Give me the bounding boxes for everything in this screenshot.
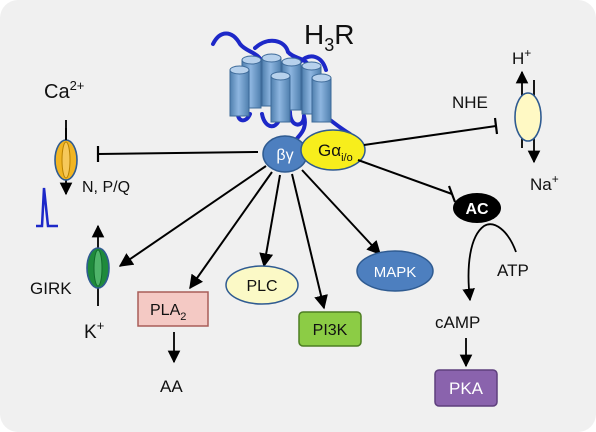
receptor-label: H3R <box>304 19 354 55</box>
atp-to-camp-arrow <box>462 223 517 302</box>
inhibit-ac-bar <box>447 185 457 203</box>
inhibit-nhe-line <box>363 125 497 146</box>
arrow-to-mapk <box>301 169 381 256</box>
receptor-helices <box>229 53 332 123</box>
potassium-label: K+ <box>84 318 104 343</box>
inhibit-nhe-bar <box>493 117 499 135</box>
calcium-channel-types: N, P/Q <box>82 179 130 196</box>
ac-label: AC <box>465 201 489 218</box>
atp-label: ATP <box>497 261 529 280</box>
calcium-channel <box>54 120 78 196</box>
nhe-label: NHE <box>452 93 488 112</box>
pla2-label: PLA2 <box>150 302 186 323</box>
plc-label: PLC <box>246 278 277 295</box>
pi3k-label: PI3K <box>313 322 348 339</box>
pka-label: PKA <box>449 379 484 398</box>
arrow-to-pla2 <box>189 171 273 290</box>
nhe-na-label: Na+ <box>530 172 559 194</box>
pi3k-node <box>298 311 362 347</box>
mapk-label: MAPK <box>374 264 417 281</box>
galpha-label: Gαi/o <box>318 141 353 164</box>
aa-label: AA <box>160 377 183 396</box>
mapk-node <box>356 250 434 292</box>
girk-label: GIRK <box>30 279 72 298</box>
camp-label: cAMP <box>435 313 480 332</box>
arrow-to-pi3k <box>291 173 328 310</box>
girk-channel <box>86 224 110 306</box>
receptor-loops <box>211 31 352 142</box>
plc-node <box>225 265 299 305</box>
nhe-exchanger <box>514 70 542 164</box>
pla2-node <box>137 291 209 327</box>
pka-node <box>434 369 498 407</box>
ac-node <box>453 193 501 223</box>
inhibit-ac-line <box>357 159 453 195</box>
inhibit-ca-line <box>97 151 259 155</box>
arrow-to-plc <box>259 174 281 268</box>
galpha-subunit <box>300 129 366 171</box>
spike-trace <box>36 187 58 228</box>
h3-receptor <box>211 31 352 142</box>
g-protein: βγ Gαi/o <box>262 129 366 173</box>
betagamma-label: βγ <box>276 147 293 164</box>
nhe-h-label: H+ <box>512 46 531 68</box>
calcium-ion-label: Ca2+ <box>44 78 84 103</box>
arrow-to-girk <box>118 165 267 267</box>
